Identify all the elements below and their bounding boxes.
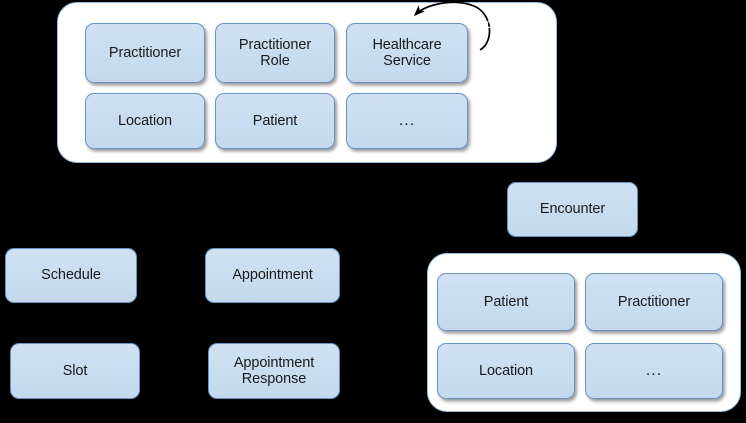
node-patient-encounter[interactable]: Patient xyxy=(437,273,575,331)
node-practitioner-role[interactable]: Practitioner Role xyxy=(215,23,335,83)
node-location-encounter[interactable]: Location xyxy=(437,343,575,399)
edge-label-offered-in: offeredIn xyxy=(486,16,540,31)
node-slot[interactable]: Slot xyxy=(10,343,140,399)
node-appointment-response[interactable]: Appointment Response xyxy=(208,343,340,399)
node-appointment[interactable]: Appointment xyxy=(205,248,340,303)
node-schedule[interactable]: Schedule xyxy=(5,248,137,303)
node-ellipsis-encounter[interactable]: ... xyxy=(585,343,723,399)
node-practitioner-encounter[interactable]: Practitioner xyxy=(585,273,723,331)
node-location-top[interactable]: Location xyxy=(85,93,205,149)
node-ellipsis-top[interactable]: ... xyxy=(346,93,468,149)
node-encounter[interactable]: Encounter xyxy=(507,182,638,237)
node-healthcare-service[interactable]: Healthcare Service xyxy=(346,23,468,83)
node-practitioner-top[interactable]: Practitioner xyxy=(85,23,205,83)
node-patient-top[interactable]: Patient xyxy=(215,93,335,149)
